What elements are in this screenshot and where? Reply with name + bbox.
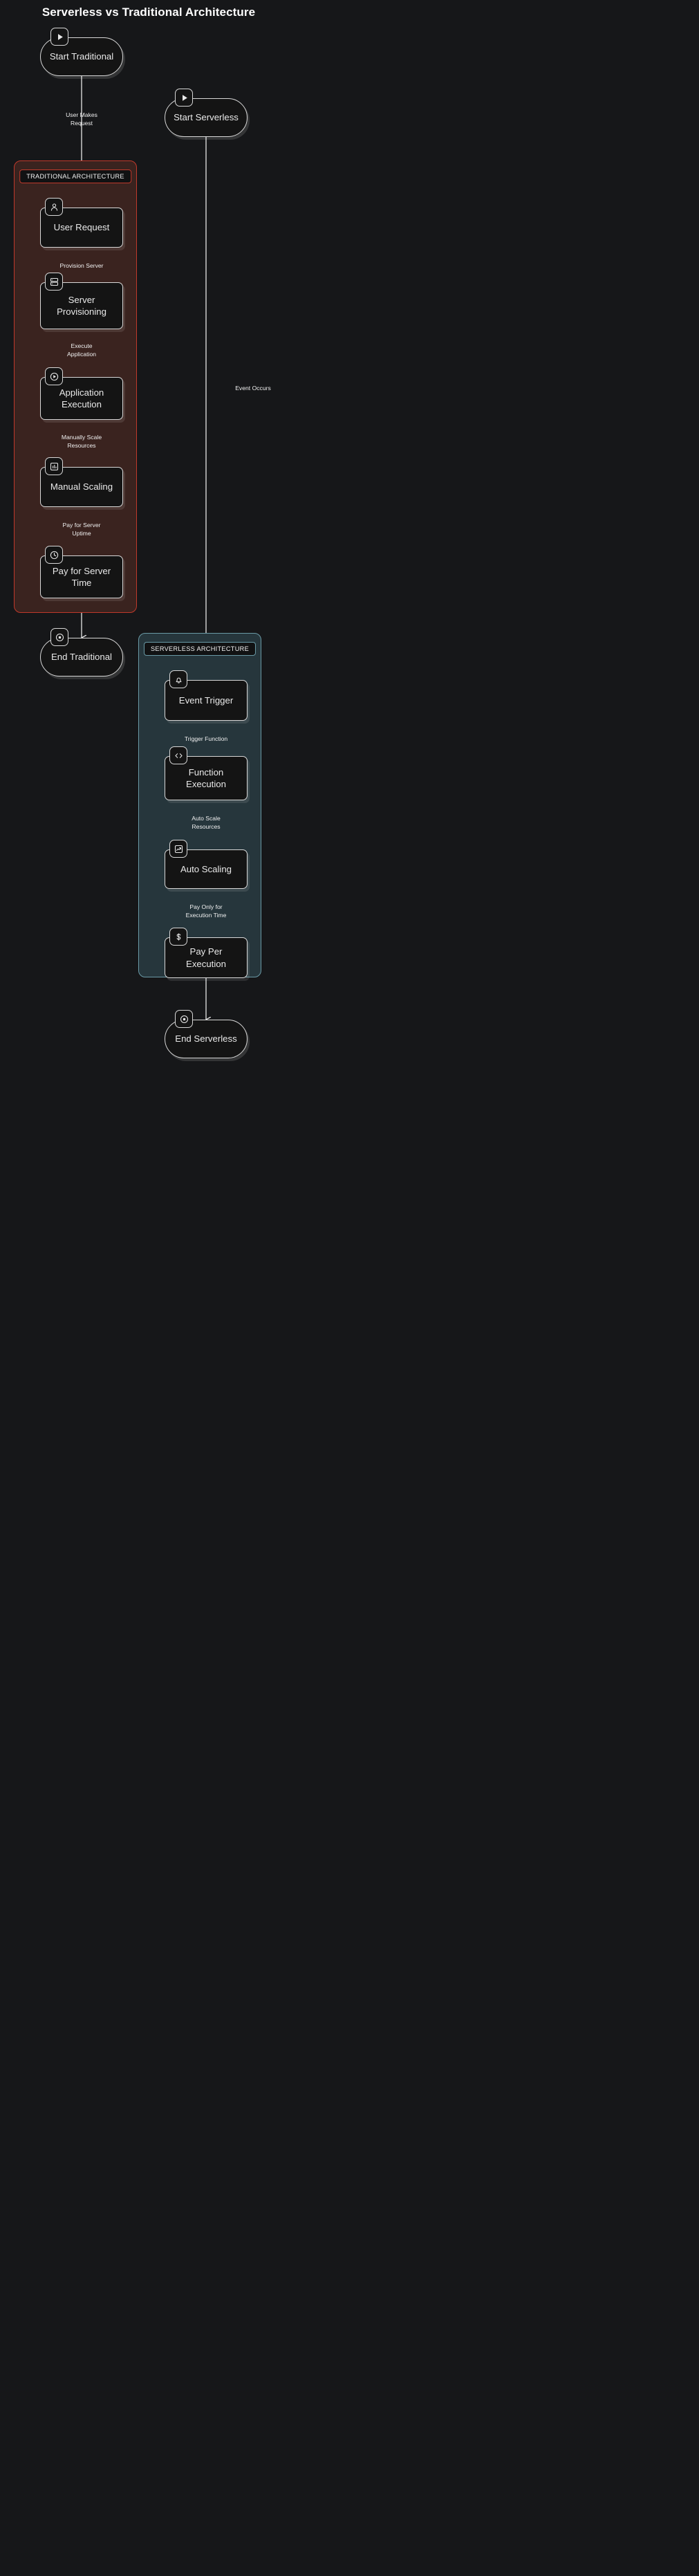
node-function-execution[interactable]: Function Execution xyxy=(165,746,248,800)
node-server-provisioning[interactable]: Server Provisioning xyxy=(40,273,123,329)
node-manual-scaling[interactable]: Manual Scaling xyxy=(40,457,123,507)
node-end-traditional[interactable]: End Traditional xyxy=(40,628,123,677)
bar-chart-icon xyxy=(45,457,63,475)
node-application-execution[interactable]: Application Execution xyxy=(40,367,123,420)
node-start-traditional[interactable]: Start Traditional xyxy=(40,28,123,76)
node-label: User Request xyxy=(53,222,110,233)
node-label: Manual Scaling xyxy=(50,481,113,493)
node-label: Application Execution xyxy=(59,387,104,410)
edge-label-pay-only-for-execution-time: Pay Only for Execution Time xyxy=(185,903,227,919)
node-user-request[interactable]: User Request xyxy=(40,198,123,248)
play-circle-icon xyxy=(45,367,63,385)
node-pay-for-server-time[interactable]: Pay for Server Time xyxy=(40,546,123,598)
page-title: Serverless vs Traditional Architecture xyxy=(41,6,256,19)
subgraph-serverless-label: SERVERLESS ARCHITECTURE xyxy=(143,642,257,656)
node-label: Event Trigger xyxy=(178,694,234,706)
edge-label-provision-server: Provision Server xyxy=(59,262,104,269)
server-icon xyxy=(45,273,63,291)
edge-label-trigger-function: Trigger Function xyxy=(184,735,228,742)
node-start-serverless[interactable]: Start Serverless xyxy=(165,89,248,137)
edge-label-auto-scale-resources: Auto Scale Resources xyxy=(192,815,221,831)
clock-icon xyxy=(45,546,63,564)
edge-label-event-occurs: Event Occurs xyxy=(235,385,271,392)
dollar-icon xyxy=(169,928,187,946)
subgraph-traditional-label: TRADITIONAL ARCHITECTURE xyxy=(19,169,131,183)
edge-label-manually-scale-resources: Manually Scale Resources xyxy=(61,434,102,450)
node-end-serverless[interactable]: End Serverless xyxy=(165,1010,248,1058)
stop-circle-icon xyxy=(50,628,68,646)
node-label: End Serverless xyxy=(175,1033,237,1045)
node-label: End Traditional xyxy=(51,652,112,663)
code-icon xyxy=(169,746,187,764)
node-auto-scaling[interactable]: Auto Scaling xyxy=(165,840,248,889)
node-label: Auto Scaling xyxy=(180,863,232,874)
node-pay-per-execution[interactable]: Pay Per Execution xyxy=(165,928,248,978)
node-label: Pay Per Execution xyxy=(186,946,226,969)
play-icon xyxy=(50,28,68,46)
bell-icon xyxy=(169,670,187,688)
node-event-trigger[interactable]: Event Trigger xyxy=(165,670,248,721)
node-label: Server Provisioning xyxy=(57,294,106,317)
trending-up-icon xyxy=(169,840,187,858)
node-label: Start Serverless xyxy=(174,112,239,123)
edge-label-pay-for-server-uptime: Pay for Server Uptime xyxy=(62,522,101,537)
edge-label-execute-application: Execute Application xyxy=(66,342,97,358)
stop-circle-icon xyxy=(175,1010,193,1028)
node-label: Pay for Server Time xyxy=(52,565,111,588)
user-icon xyxy=(45,198,63,216)
play-icon xyxy=(175,89,193,107)
node-label: Function Execution xyxy=(186,766,226,789)
node-label: Start Traditional xyxy=(49,51,114,62)
edge-label-user-makes-request: User Makes Request xyxy=(66,111,97,127)
